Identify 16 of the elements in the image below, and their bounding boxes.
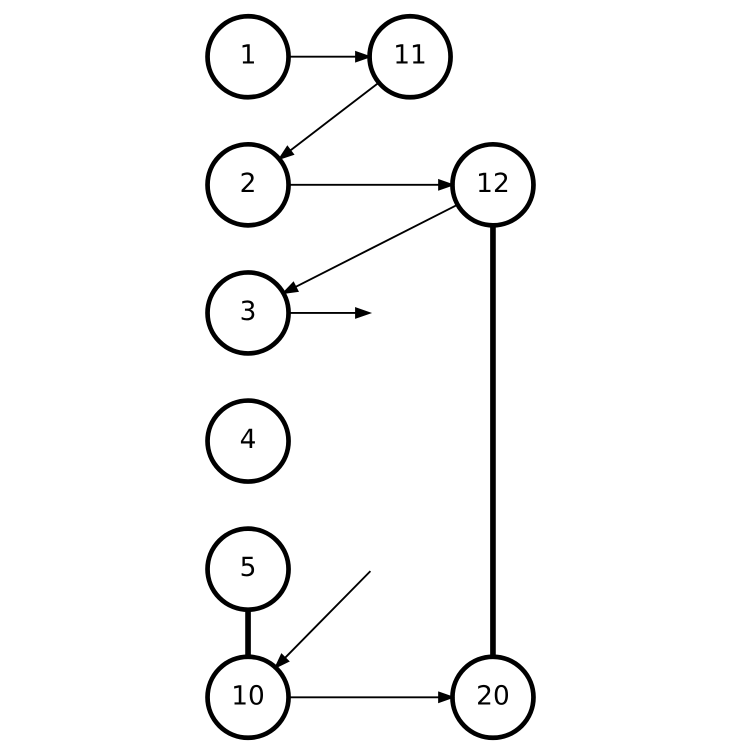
node-circle: 12	[450, 142, 536, 228]
arrow	[280, 204, 458, 294]
arrow	[288, 691, 455, 704]
node-circle: 3	[204, 270, 290, 356]
node-circle: 11	[366, 14, 452, 100]
node-circle: 2	[204, 142, 290, 228]
arrow	[288, 50, 372, 63]
node-circle: 4	[204, 398, 290, 484]
node-circle: 1	[204, 14, 290, 100]
node-circle: 5	[204, 526, 290, 612]
arrow	[288, 307, 372, 319]
node-circle: 20	[450, 654, 536, 740]
arrow	[288, 178, 455, 191]
arrow	[273, 570, 371, 670]
connector	[490, 226, 496, 657]
connector	[244, 610, 250, 656]
